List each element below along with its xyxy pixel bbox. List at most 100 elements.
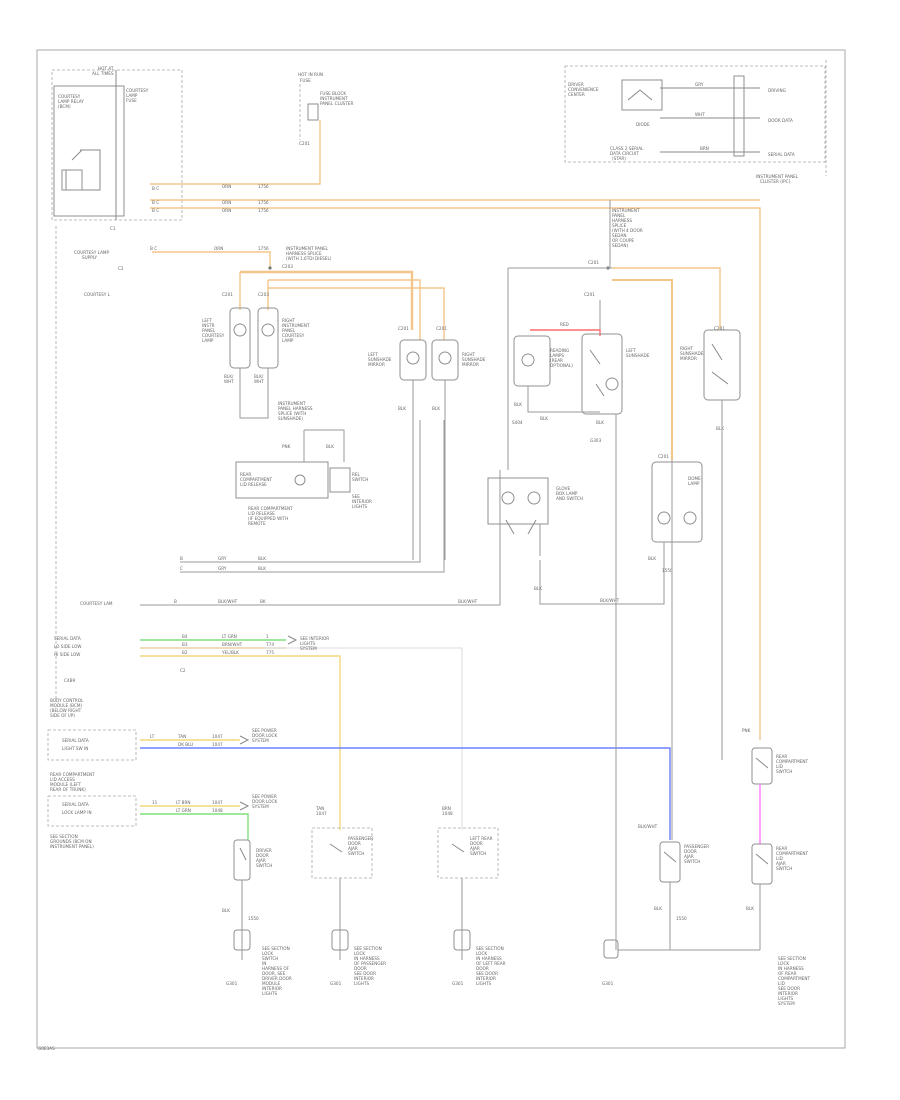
svg-text:C201: C201 (658, 454, 669, 459)
svg-text:INTERIOR: INTERIOR (476, 976, 496, 981)
svg-text:AJAR: AJAR (470, 846, 480, 851)
svg-text:ALL TIMES: ALL TIMES (92, 71, 114, 76)
svg-text:FUSE BLOCK: FUSE BLOCK (320, 91, 346, 96)
svg-text:CLASS 2 SERIAL: CLASS 2 SERIAL (610, 146, 644, 151)
svg-text:COMPARTMENT: COMPARTMENT (778, 976, 811, 981)
svg-text:BLK: BLK (222, 908, 230, 913)
svg-text:REAR: REAR (240, 472, 251, 477)
svg-text:SYSTEM: SYSTEM (778, 1001, 795, 1006)
svg-text:SWITCH: SWITCH (262, 956, 278, 961)
svg-text:SWITCH: SWITCH (470, 851, 486, 856)
svg-text:SEE SECTION: SEE SECTION (50, 834, 78, 839)
svg-text:ORN: ORN (222, 200, 231, 205)
svg-text:LEFT: LEFT (368, 352, 378, 357)
svg-text:1550: 1550 (248, 916, 259, 921)
svg-text:SWITCH: SWITCH (352, 477, 368, 482)
svg-text:INSTR: INSTR (202, 323, 215, 328)
mid-left-wires: B C GRY BLK GRY BLK (180, 420, 445, 573)
svg-text:SYSTEM: SYSTEM (300, 646, 317, 651)
svg-text:SEE SECTION: SEE SECTION (354, 946, 382, 951)
svg-text:GRY: GRY (695, 82, 704, 87)
svg-text:LT GRN: LT GRN (222, 634, 237, 639)
svg-text:BLK: BLK (432, 406, 440, 411)
svg-text:HARNESS OF: HARNESS OF (262, 966, 290, 971)
svg-text:COURTESY LAMP: COURTESY LAMP (74, 250, 110, 255)
svg-text:LID ACCESS: LID ACCESS (50, 777, 75, 782)
svg-text:LID RELEASE: LID RELEASE (240, 482, 267, 487)
body-control-module: BODY CONTROL MODULE (BCM) (BELOW RIGHT S… (47, 698, 671, 840)
svg-text:(BCM): (BCM) (58, 104, 71, 109)
svg-text:PANEL: PANEL (282, 328, 296, 333)
svg-text:BLK: BLK (258, 556, 266, 561)
svg-text:LO SIDE LOW: LO SIDE LOW (54, 644, 82, 649)
passenger-door-ajar-switch: TAN 1047 PASSENGER DOOR AJAR SWITCH G301… (311, 806, 386, 986)
svg-text:WHT: WHT (254, 379, 264, 384)
instrument-panel-cluster-block: DRIVER CONVENIENCE CENTER DIODE GRY WHT … (564, 65, 826, 184)
svg-text:AJAR: AJAR (684, 854, 694, 859)
svg-text:LID: LID (778, 981, 785, 986)
svg-text:COURTESY: COURTESY (58, 94, 81, 99)
svg-text:775: 775 (266, 650, 274, 655)
svg-text:DOOR DATA: DOOR DATA (768, 118, 793, 123)
svg-text:YEL/BLK: YEL/BLK (221, 650, 239, 655)
svg-text:LAMP: LAMP (688, 481, 700, 486)
svg-text:ORN: ORN (222, 208, 231, 213)
svg-text:LIGHTS: LIGHTS (352, 504, 368, 509)
svg-text:BRN/WHT: BRN/WHT (222, 642, 243, 647)
svg-text:SEE INTERIOR: SEE INTERIOR (300, 636, 329, 641)
svg-text:774: 774 (266, 642, 274, 647)
svg-text:(STAR): (STAR) (612, 156, 626, 161)
svg-text:SEE POWER: SEE POWER (252, 794, 277, 799)
svg-text:B C: B C (152, 186, 159, 191)
roof-splice: INSTRUMENT PANEL HARNESS SPLICE (WITH 4 … (507, 200, 721, 470)
svg-text:DIODE: DIODE (636, 122, 650, 127)
svg-text:MIRROR: MIRROR (368, 362, 385, 367)
svg-text:SERIAL DATA: SERIAL DATA (54, 636, 81, 641)
svg-text:IN HARNESS: IN HARNESS (476, 956, 502, 961)
svg-text:C1: C1 (110, 226, 116, 231)
svg-text:SEE DOOR: SEE DOOR (476, 971, 498, 976)
svg-text:DRIVER DOOR: DRIVER DOOR (262, 976, 292, 981)
svg-text:COURTESY: COURTESY (202, 333, 225, 338)
svg-text:SEE DOOR: SEE DOOR (354, 971, 376, 976)
svg-text:CONVENIENCE: CONVENIENCE (568, 87, 599, 92)
svg-text:LOCK: LOCK (262, 951, 273, 956)
svg-text:B: B (180, 556, 183, 561)
svg-text:PASSENGER: PASSENGER (684, 844, 709, 849)
svg-text:SWITCH: SWITCH (776, 769, 792, 774)
svg-text:PANEL CLUSTER: PANEL CLUSTER (320, 101, 354, 106)
svg-text:LT GRN: LT GRN (176, 808, 191, 813)
svg-text:SPLICE: SPLICE (612, 223, 627, 228)
svg-text:DOOR, SEE: DOOR, SEE (262, 971, 286, 976)
svg-text:OF PASSENGER: OF PASSENGER (354, 961, 386, 966)
svg-text:1: 1 (266, 634, 269, 639)
svg-text:INTERIOR: INTERIOR (354, 976, 374, 981)
svg-text:LOCK LAMP IN: LOCK LAMP IN (62, 810, 92, 815)
svg-text:C: C (180, 566, 183, 571)
svg-text:DOOR: DOOR (256, 853, 269, 858)
svg-text:(REAR: (REAR (550, 358, 563, 363)
svg-text:DRIVER: DRIVER (568, 82, 584, 87)
svg-text:CLUSTER (IPC): CLUSTER (IPC) (760, 179, 791, 184)
svg-text:B C: B C (152, 208, 159, 213)
svg-text:1048: 1048 (212, 808, 223, 813)
svg-text:LIGHTS: LIGHTS (262, 991, 278, 996)
svg-text:BLK: BLK (596, 420, 604, 425)
svg-text:DATA CIRCUIT: DATA CIRCUIT (610, 151, 639, 156)
svg-text:SUNSHADE: SUNSHADE (462, 357, 486, 362)
svg-text:COMPARTMENT: COMPARTMENT (776, 851, 809, 856)
svg-text:HARNESS: HARNESS (612, 218, 632, 223)
svg-text:DK BLU: DK BLU (178, 742, 193, 747)
left-ip-courtesy-lamp: C201 C203 LEFT INSTR PANEL COURTESY LAMP… (202, 292, 313, 421)
svg-text:SERIAL DATA: SERIAL DATA (768, 152, 795, 157)
svg-text:SWITCH: SWITCH (256, 863, 272, 868)
svg-text:1550: 1550 (662, 568, 673, 573)
driver-door-ajar-switch: DRIVER DOOR AJAR SWITCH BLK 1550 G301 SE… (222, 839, 292, 996)
svg-text:INSTRUMENT PANEL: INSTRUMENT PANEL (756, 174, 799, 179)
svg-text:LEFT: LEFT (202, 318, 212, 323)
svg-text:LAMP: LAMP (126, 93, 138, 98)
svg-text:INTERIOR: INTERIOR (352, 499, 372, 504)
courtesy-lamp-supply: COURTESY LAMP SUPPLY C2 B C ORN 1756 INS… (74, 246, 332, 297)
svg-text:INSTRUMENT: INSTRUMENT (278, 401, 306, 406)
